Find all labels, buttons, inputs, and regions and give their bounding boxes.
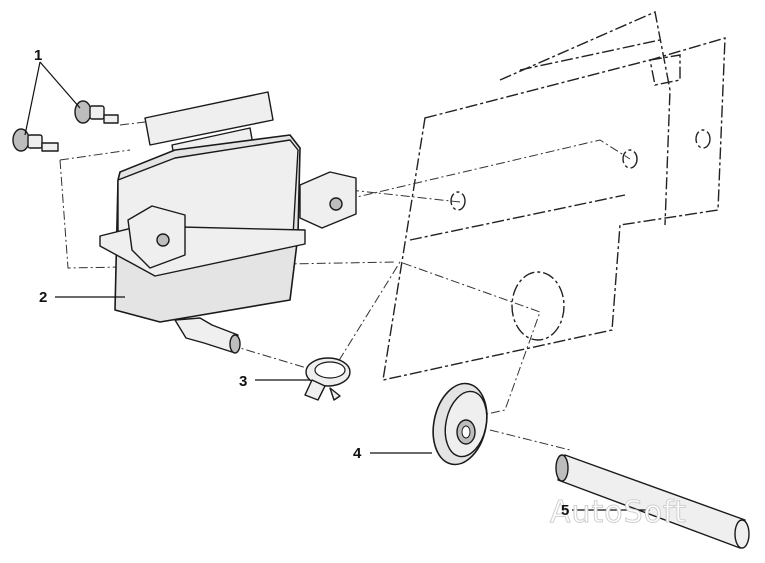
bolt-upper — [74, 100, 119, 124]
callout-5: 5 — [561, 502, 569, 519]
part-3-clamp — [304, 357, 351, 401]
callout-1: 1 — [34, 47, 42, 64]
part-2-reservoir — [99, 91, 357, 354]
watermark-text: AutoSoft — [550, 495, 687, 530]
part-1-bolts — [12, 100, 119, 152]
callout-2: 2 — [39, 289, 47, 306]
body-panel — [382, 11, 726, 381]
leader-lines — [24, 61, 650, 511]
bolt-lower — [12, 128, 59, 152]
part-4-grommet — [432, 382, 488, 466]
callout-4: 4 — [353, 445, 362, 462]
part-5-hose — [555, 454, 750, 549]
callout-3: 3 — [239, 373, 247, 390]
